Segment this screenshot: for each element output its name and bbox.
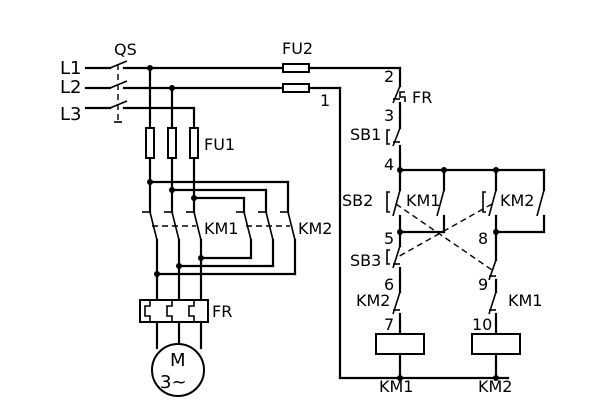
main-contacts-km2: KM2 — [236, 211, 332, 241]
control-contact-label-fr: FR — [412, 88, 432, 107]
forward-button-sb2: SB2 — [342, 189, 401, 217]
switch-label-qs: QS — [114, 40, 137, 59]
control-circuit: FU2 1 2 FR 3 SB1 4 — [148, 39, 546, 396]
line-label-l3: L3 — [60, 104, 81, 125]
node-8: 8 — [478, 229, 488, 248]
hold-contact-km2: KM2 — [500, 189, 545, 217]
interlock-contact-km1: KM1 — [488, 291, 542, 315]
interlock-contact-km2: KM2 — [356, 291, 401, 315]
relay-label-fr: FR — [212, 302, 232, 321]
node-9: 9 — [478, 275, 488, 294]
coil-km1: KM1 — [375, 333, 425, 396]
button-label-sb1: SB1 — [350, 125, 381, 144]
line-label-l2: L2 — [60, 77, 81, 98]
node-10: 10 — [472, 315, 492, 334]
reverse-interlock-sb3: SB3 — [350, 245, 401, 270]
main-contacts-km1: KM1 — [142, 211, 238, 241]
node-4: 4 — [384, 155, 394, 174]
motor-label-phase: 3~ — [160, 372, 187, 393]
isolating-switch-qs: QS — [109, 40, 196, 123]
hold-contact-km1: KM1 — [406, 189, 445, 217]
button-label-sb3: SB3 — [350, 251, 381, 270]
coil-label-km2: KM2 — [478, 377, 512, 396]
interlock-label-km2: KM2 — [356, 291, 390, 310]
reverse-button-sb3-no — [482, 189, 497, 217]
node-1: 1 — [320, 91, 330, 110]
node-3: 3 — [384, 106, 394, 125]
hold-label-km2: KM2 — [500, 191, 534, 210]
coil-label-km1: KM1 — [379, 377, 413, 396]
power-circuit: L1 L2 L3 QS FU1 — [60, 40, 332, 397]
motor: M 3~ — [151, 343, 205, 397]
line-label-l1: L1 — [60, 58, 81, 79]
fuse-fu2: FU2 — [282, 39, 313, 93]
contact-label-km1: KM1 — [204, 219, 238, 238]
button-label-sb2: SB2 — [342, 191, 373, 210]
mechanical-link-sb3 — [395, 203, 493, 259]
stop-button-sb1: SB1 — [350, 116, 402, 172]
thermal-relay-fr: FR — [139, 299, 232, 323]
fuse-label-fu2: FU2 — [282, 39, 313, 58]
motor-label-m: M — [170, 350, 186, 371]
fuse-fu1: FU1 — [145, 127, 235, 159]
node-5: 5 — [384, 229, 394, 248]
interlock-label-km1: KM1 — [508, 291, 542, 310]
forward-interlock-sb2 — [488, 259, 497, 281]
hold-label-km1: KM1 — [406, 191, 440, 210]
node-7: 7 — [384, 315, 394, 334]
node-2: 2 — [384, 67, 394, 86]
fuse-label-fu1: FU1 — [204, 135, 235, 154]
contact-label-km2: KM2 — [298, 219, 332, 238]
node-6: 6 — [384, 275, 394, 294]
